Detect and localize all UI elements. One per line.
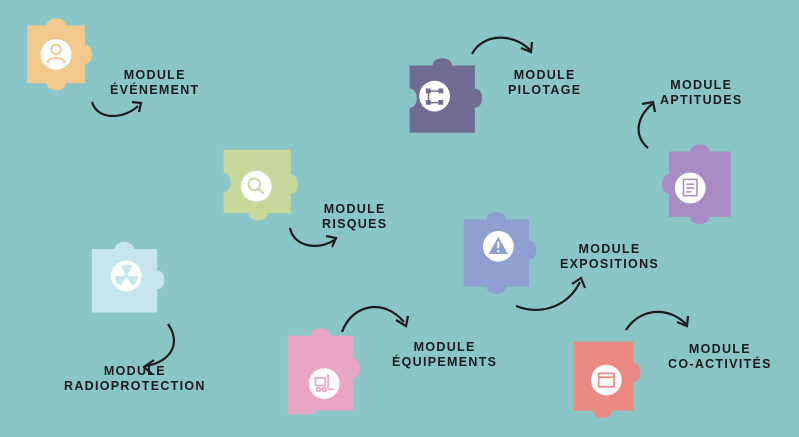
arrow-coactivites xyxy=(625,310,690,331)
warning-icon xyxy=(488,236,508,254)
arrow-equipements xyxy=(340,305,410,333)
magnifier-icon xyxy=(247,177,265,195)
arrow-radioprotection xyxy=(142,323,175,375)
certificate-icon xyxy=(682,178,698,197)
puzzle-piece-risques xyxy=(214,144,310,240)
puzzle-piece-aptitudes xyxy=(648,140,744,236)
forklift-icon xyxy=(314,374,334,393)
arrow-expositions xyxy=(515,276,587,311)
person-icon xyxy=(46,43,66,64)
puzzle-piece-expositions xyxy=(458,206,554,302)
puzzle-piece-coactivites xyxy=(566,334,662,430)
window-icon xyxy=(597,372,615,388)
arrow-pilotage xyxy=(471,36,534,55)
arrow-evenement xyxy=(90,100,143,117)
puzzle-piece-pilotage xyxy=(400,52,496,148)
arrow-risques xyxy=(288,227,338,248)
puzzle-piece-evenement xyxy=(10,14,106,110)
arrow-aptitudes xyxy=(637,100,657,149)
puzzle-piece-equipements xyxy=(282,326,378,422)
radiation-icon xyxy=(114,264,138,286)
puzzle-piece-radioprotection xyxy=(88,228,184,324)
network-icon xyxy=(425,88,444,105)
